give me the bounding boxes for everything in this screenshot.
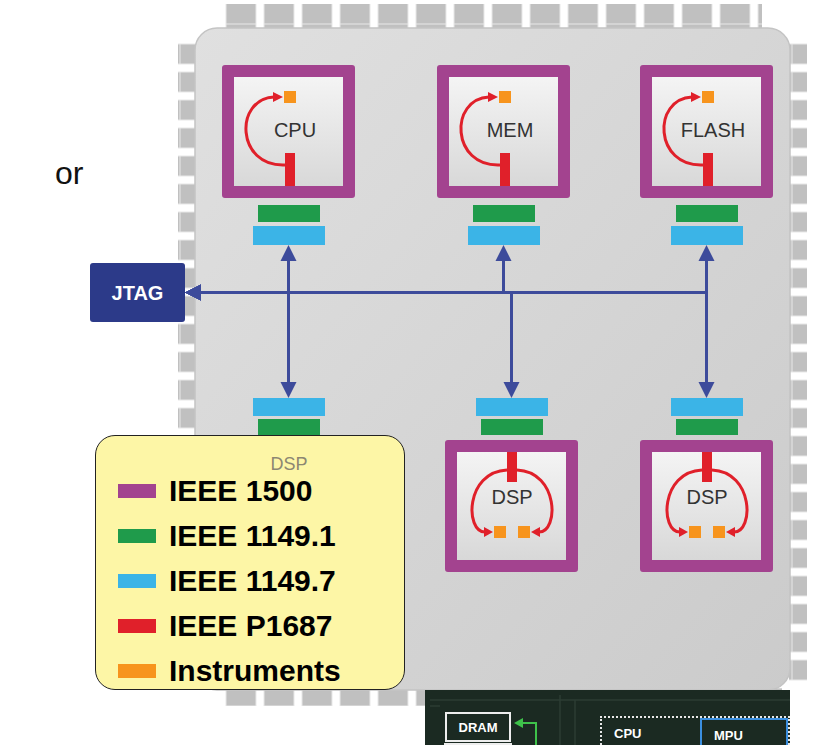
chip-label: CPU — [614, 726, 641, 741]
arrow-head — [185, 285, 201, 301]
ieee1149-7-bar — [253, 226, 325, 245]
arrow-head — [185, 285, 201, 301]
arrow-head — [185, 285, 201, 301]
instrument-square — [702, 91, 714, 103]
arrow-head — [273, 92, 283, 102]
chip-label: MPU — [714, 728, 743, 743]
bus-connector — [185, 285, 520, 399]
ieee1149-1-bar — [676, 205, 738, 222]
instrument-square — [494, 526, 506, 538]
ieee1149-7-bar — [476, 398, 548, 416]
bus-connector — [185, 285, 715, 399]
bus-line — [201, 293, 289, 383]
legend-text: IEEE 1500 — [169, 473, 312, 509]
legend-swatch — [118, 484, 156, 498]
board-chip-outline — [445, 744, 511, 745]
core-block: FLASH — [640, 65, 773, 245]
core-block: DSP — [445, 398, 578, 572]
legend-text: IEEE 1149.7 — [169, 563, 336, 599]
arrow-head — [281, 382, 297, 398]
slide-text: or — [55, 155, 83, 191]
legend-text: IEEE P1687 — [169, 608, 332, 644]
instrument-icon — [445, 398, 578, 572]
p1687-bar — [500, 153, 510, 186]
arrow-head — [679, 527, 688, 537]
instrument-square — [518, 526, 530, 538]
instrument-square — [284, 91, 296, 103]
ieee1149-7-bar — [671, 398, 743, 416]
core-label: FLASH — [681, 119, 745, 141]
core-label: DSP — [491, 486, 532, 508]
legend-swatch — [118, 529, 156, 543]
arrow-head — [691, 92, 701, 102]
board-wire — [522, 723, 536, 745]
arrow-head — [185, 285, 201, 301]
core-label: MEM — [487, 119, 534, 141]
arrow-head — [185, 285, 201, 301]
arrow-head — [531, 527, 540, 537]
ieee1149-1-bar — [258, 419, 320, 435]
core-label: CPU — [274, 119, 316, 141]
arrow-head — [281, 245, 297, 261]
ieee1149-7-bar — [468, 226, 540, 245]
arrow-head — [699, 382, 715, 398]
ieee1149-7-bar — [253, 398, 325, 416]
bus-line — [201, 261, 289, 293]
arrow-head — [496, 245, 512, 261]
instrument-icon — [640, 398, 773, 572]
ieee1149-1-bar — [473, 205, 535, 222]
ieee1149-1-bar — [481, 419, 543, 435]
port-label: JTAG — [112, 281, 164, 305]
bus-line — [201, 261, 504, 293]
core-block: DSP — [640, 398, 773, 572]
arrow-head — [504, 382, 520, 398]
ieee1149-1-bar — [676, 419, 738, 435]
bus-connector — [185, 285, 297, 399]
instrument-square — [499, 91, 511, 103]
instrument-square — [713, 526, 725, 538]
instrument-square — [689, 526, 701, 538]
legend-swatch — [118, 619, 156, 633]
legend-text: Instruments — [169, 653, 341, 689]
arrow-head — [488, 92, 498, 102]
board-wire-head — [514, 718, 523, 728]
chip-label: DRAM — [459, 720, 498, 735]
bus-line — [201, 261, 707, 293]
legend-box: IEEE 1500IEEE 1149.1IEEE 1149.7IEEE P168… — [95, 435, 405, 690]
jtag-port: JTAG — [90, 263, 185, 322]
bus-line — [201, 293, 512, 383]
board-chip: MPU — [700, 718, 788, 745]
legend-text: IEEE 1149.1 — [169, 518, 336, 554]
arrow-head — [185, 285, 201, 301]
core-label: DSP — [686, 486, 727, 508]
board-chip: DRAM — [445, 712, 511, 742]
p1687-bar — [703, 153, 713, 186]
bus-line — [201, 293, 707, 383]
legend-swatch — [118, 664, 156, 678]
arrow-head — [484, 527, 493, 537]
board-region: CPU MPU — [600, 716, 790, 745]
ieee1149-7-bar — [671, 226, 743, 245]
p1687-bar — [507, 452, 517, 482]
arrow-head — [699, 245, 715, 261]
right-pins — [789, 40, 807, 684]
core-block: MEM — [437, 65, 570, 245]
arrow-head — [726, 527, 735, 537]
board-traces — [430, 695, 790, 745]
core-label: DSP — [270, 454, 307, 474]
p1687-bar — [702, 452, 712, 482]
legend-swatch — [118, 574, 156, 588]
p1687-bar — [285, 153, 295, 186]
ieee1149-1-bar — [258, 205, 320, 222]
top-pins — [222, 4, 762, 28]
core-block: CPU — [222, 65, 355, 245]
